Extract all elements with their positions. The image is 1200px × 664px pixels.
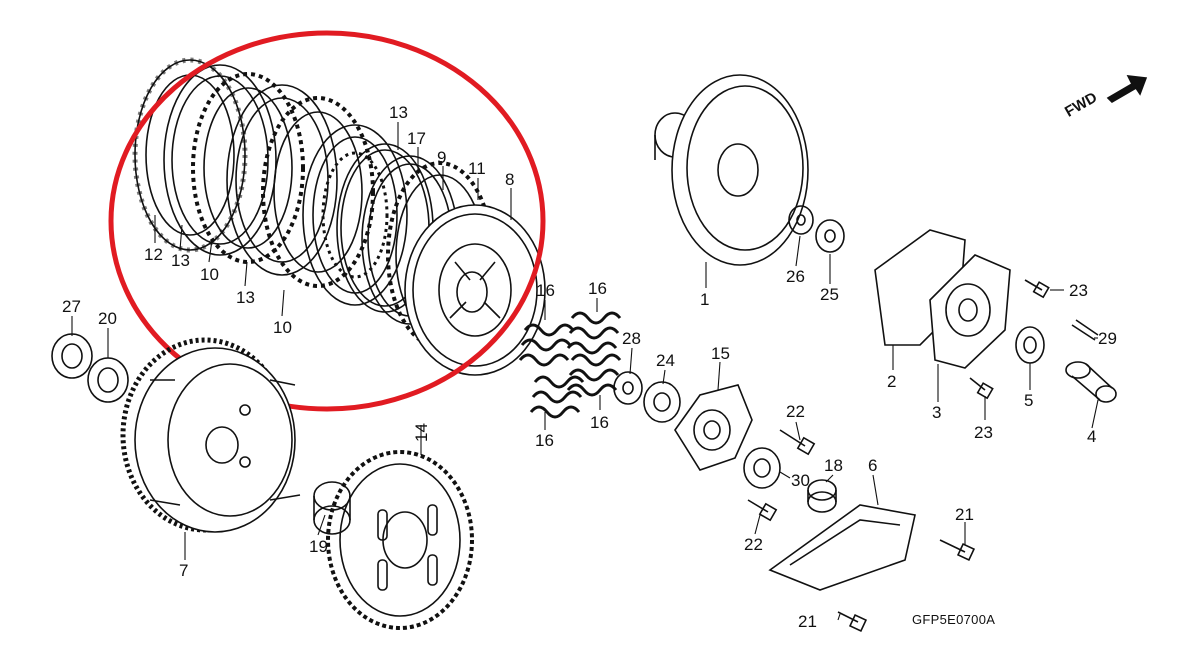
- callout-7: 7: [179, 561, 189, 580]
- bolt-21a: [939, 539, 976, 562]
- clutch-spring-16d: [566, 353, 622, 397]
- callout-10: 10: [273, 318, 292, 337]
- callout-13: 13: [236, 288, 255, 307]
- lock-washer-27: [51, 333, 93, 379]
- highlight-circle: [108, 30, 546, 412]
- callout-5: 5: [1024, 391, 1034, 410]
- bearing-30: [743, 447, 781, 489]
- callout-1: 1: [700, 290, 710, 309]
- lifter-plate-15: [674, 384, 753, 471]
- clutch-cover-3: [929, 254, 1011, 369]
- drawing-code: GFP5E0700A: [912, 612, 996, 627]
- leader-lines: [71, 122, 1099, 621]
- callout-16: 16: [535, 431, 554, 450]
- callout-4: 4: [1087, 427, 1097, 446]
- callout-16: 16: [536, 281, 555, 300]
- callout-30: 30: [791, 471, 810, 490]
- callout-26: 26: [786, 267, 805, 286]
- callout-6: 6: [868, 456, 878, 475]
- callout-2: 2: [887, 372, 897, 391]
- callout-21: 21: [955, 505, 974, 524]
- callout-25: 25: [820, 285, 839, 304]
- callout-28: 28: [622, 329, 641, 348]
- callout-12: 12: [144, 245, 163, 264]
- callout-11: 11: [468, 159, 486, 178]
- bolt-22a: [779, 429, 816, 456]
- bolt-22b: [747, 499, 778, 522]
- bolt-23a: [1024, 279, 1050, 299]
- clutch-plate-13b: [226, 84, 338, 276]
- callout-27: 27: [62, 297, 81, 316]
- callout-20: 20: [98, 309, 117, 328]
- collar-18: [807, 479, 837, 513]
- lock-washer-25: [815, 219, 845, 253]
- callout-13: 13: [389, 103, 408, 122]
- washer-28: [613, 371, 643, 405]
- callout-24: 24: [656, 351, 675, 370]
- clutch-spring-16b: [566, 311, 622, 355]
- callout-29: 29: [1098, 329, 1117, 348]
- callout-22: 22: [786, 402, 805, 421]
- bolt-21b: [837, 611, 868, 633]
- callout-16: 16: [588, 279, 607, 298]
- callout-18: 18: [824, 456, 843, 475]
- oil-guide-6: [768, 504, 916, 591]
- callout-16: 16: [590, 413, 609, 432]
- fwd-arrow-icon: [1106, 75, 1148, 104]
- callout-21: 21: [798, 612, 817, 631]
- pressure-plate-8: [404, 204, 546, 376]
- cotter-pin-29: [1071, 319, 1099, 341]
- callout-23: 23: [974, 423, 993, 442]
- clutch-center-14: [326, 450, 474, 630]
- friction-disk-10a: [191, 72, 305, 264]
- callout-10: 10: [200, 265, 219, 284]
- callout-13: 13: [171, 251, 190, 270]
- callout-17: 17: [407, 129, 426, 148]
- bushing-19: [313, 481, 351, 535]
- callout-23: 23: [1069, 281, 1088, 300]
- lock-nut-24: [643, 381, 681, 423]
- callout-14: 14: [412, 423, 431, 442]
- clutch-spring-16c: [529, 375, 585, 419]
- lifter-rod-4: [1065, 361, 1117, 403]
- friction-disk-10b: [261, 96, 375, 288]
- clutch-spring-16a: [518, 323, 575, 367]
- bolt-23b: [969, 377, 994, 400]
- clutch-outer-7: [120, 337, 301, 533]
- clutch-plate-13c: [302, 124, 408, 306]
- washer-26: [788, 205, 814, 235]
- lock-washer-20: [87, 357, 129, 403]
- oil-seal-5: [1015, 326, 1045, 364]
- clutch-plate-stack: [132, 57, 546, 376]
- clutch-plate-13a: [163, 64, 277, 256]
- callout-9: 9: [437, 148, 447, 167]
- clutch-drum-1: [654, 74, 809, 266]
- callout-3: 3: [932, 403, 942, 422]
- callout-15: 15: [711, 344, 730, 363]
- callout-19: 19: [309, 537, 328, 556]
- callout-22: 22: [744, 535, 763, 554]
- callout-8: 8: [505, 170, 515, 189]
